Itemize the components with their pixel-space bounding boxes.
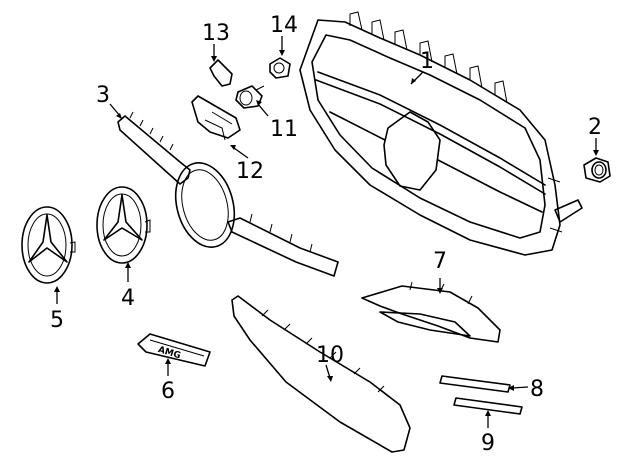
callout-11: 11 xyxy=(270,117,298,142)
leader-lines xyxy=(54,36,599,428)
part-4-star-emblem xyxy=(96,186,151,264)
part-2-sensor xyxy=(583,157,611,183)
callout-4: 4 xyxy=(121,286,135,311)
callout-12: 12 xyxy=(236,159,264,184)
callout-14: 14 xyxy=(270,13,298,38)
part-11-sensor xyxy=(235,85,265,109)
callout-13: 13 xyxy=(202,21,230,46)
part-14-sensor xyxy=(269,57,291,79)
callout-labels: 1 2 3 4 5 6 7 8 9 10 11 12 13 14 xyxy=(50,13,602,456)
callout-10: 10 xyxy=(316,343,344,368)
part-7-side-insert xyxy=(361,281,501,343)
callout-9: 9 xyxy=(481,431,495,456)
part-5-star-emblem xyxy=(21,206,76,284)
callout-5: 5 xyxy=(50,308,64,333)
amg-badge-text: AMG xyxy=(157,345,182,361)
callout-2: 2 xyxy=(588,115,602,140)
part-9-trim-strip xyxy=(453,397,523,415)
callout-8: 8 xyxy=(530,377,544,402)
part-1-grille xyxy=(299,11,583,256)
callout-6: 6 xyxy=(161,379,175,404)
callout-3: 3 xyxy=(96,83,110,108)
callout-1: 1 xyxy=(420,49,434,74)
part-8-trim-strip xyxy=(439,375,511,393)
part-13-clip xyxy=(209,59,233,87)
callout-7: 7 xyxy=(433,249,447,274)
part-10-lower-grille xyxy=(231,295,411,453)
part-12-bracket xyxy=(191,95,241,141)
part-6-amg-badge: AMG xyxy=(137,333,211,367)
part-3-bar-with-ring xyxy=(117,111,339,277)
